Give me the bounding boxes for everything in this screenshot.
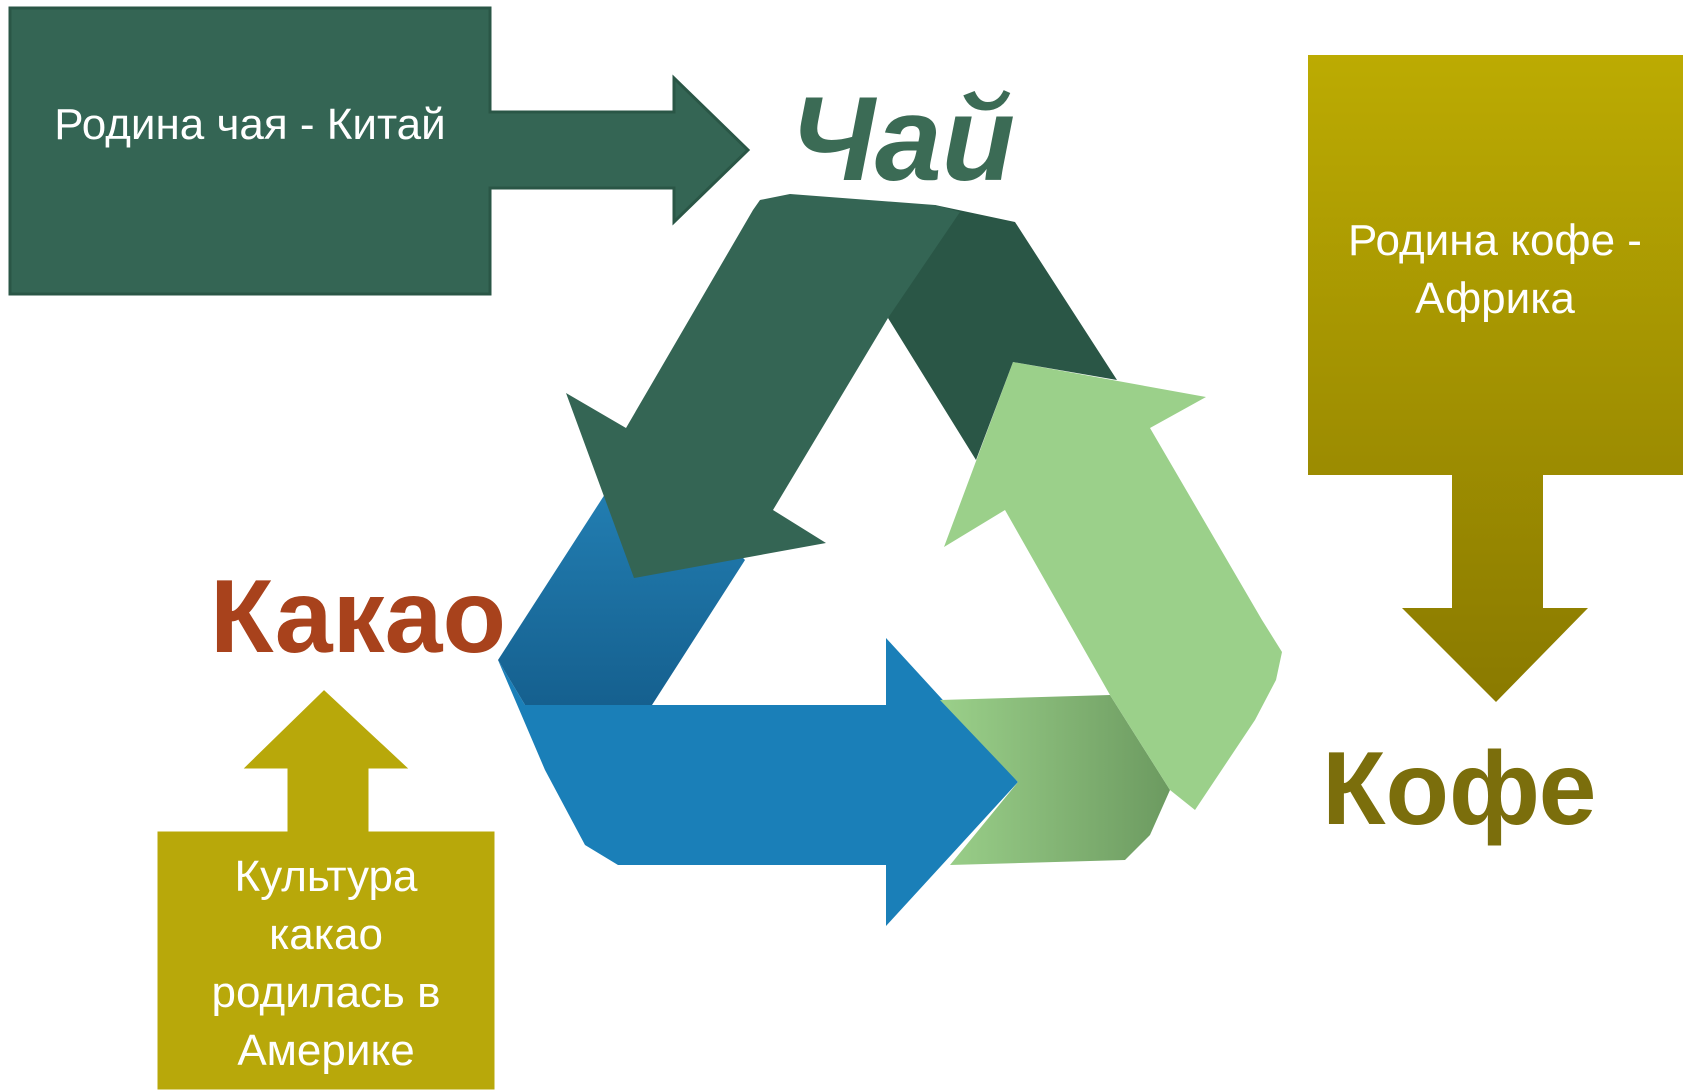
green-dark-top-band — [888, 205, 1117, 460]
cocoa-origin-line-2: какао — [269, 910, 383, 959]
tea-origin-box-shape — [8, 6, 751, 296]
coffee-origin-callout — [1308, 55, 1683, 702]
coffee-origin-line-2: Африка — [1415, 274, 1575, 323]
cocoa-origin-line-3: родилась в — [211, 968, 441, 1017]
coffee-title: Кофе — [1322, 731, 1597, 847]
cocoa-origin-callout — [154, 685, 498, 1091]
cocoa-origin-line-4: Америке — [237, 1026, 415, 1075]
tea-green-arrow — [566, 194, 960, 578]
blue-bottom-arrow — [498, 638, 1018, 926]
cocoa-origin-line-1: Культура — [234, 852, 418, 901]
coffee-origin-text: Родина кофе - Африка — [1310, 212, 1680, 328]
coffee-origin-line-1: Родина кофе - — [1348, 216, 1642, 265]
green-right-arrow — [944, 362, 1282, 810]
coffee-origin-box-shape — [1308, 55, 1683, 702]
tea-origin-text: Родина чая - Китай — [54, 100, 446, 149]
cocoa-origin-text: Культура какао родилась в Америке — [158, 848, 494, 1080]
tea-origin-callout — [8, 6, 751, 296]
green-bottom-band — [940, 695, 1170, 865]
cocoa-title: Какао — [210, 559, 507, 675]
recycle-triangle-arrows — [498, 194, 1282, 926]
cocoa-origin-box-shape — [154, 685, 498, 1091]
tea-title: Чай — [790, 72, 1015, 206]
